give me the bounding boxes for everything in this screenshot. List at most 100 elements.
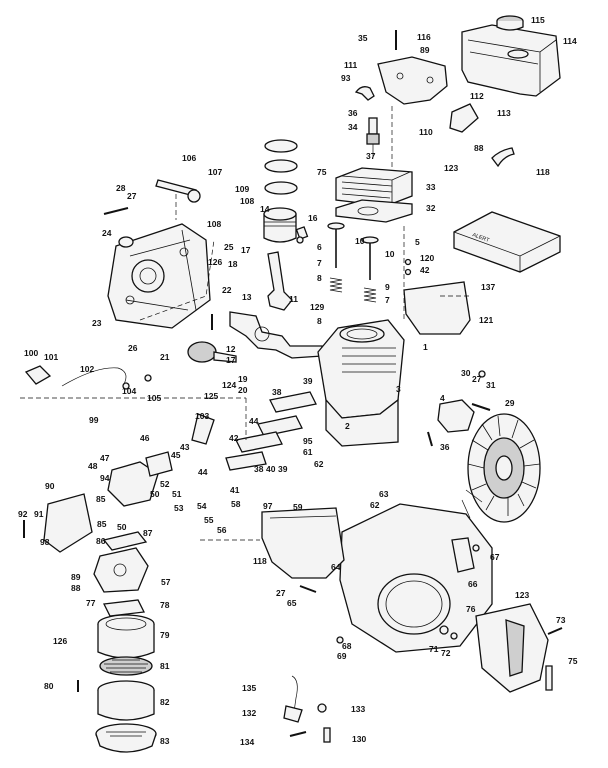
callout-c108a: 108: [240, 196, 254, 206]
callout-c99: 99: [89, 415, 99, 425]
callout-c75b: 75: [568, 656, 578, 666]
piston-rings: [264, 139, 298, 195]
callout-c33: 33: [426, 182, 436, 192]
callout-c10a: 10: [355, 236, 365, 246]
callout-c75a: 75: [317, 167, 327, 177]
callout-c19: 19: [238, 374, 248, 384]
fuel-bowl: [103, 599, 145, 617]
callout-c82: 82: [160, 697, 170, 707]
callout-c63: 63: [379, 489, 389, 499]
callout-c1: 1: [423, 342, 428, 352]
callout-c7b: 7: [385, 295, 390, 305]
callout-c50a: 50: [150, 489, 160, 499]
callout-c50b: 50: [117, 522, 127, 532]
callout-c89a: 89: [420, 45, 430, 55]
callout-c62a: 62: [314, 459, 324, 469]
callout-c11: 11: [289, 294, 298, 304]
callout-c53: 53: [174, 503, 184, 513]
callout-c94: 94: [100, 473, 110, 483]
svg-text:ALERT: ALERT: [471, 232, 490, 244]
callout-c126b: 126: [53, 636, 67, 646]
callout-c72: 72: [441, 648, 451, 658]
fuel-tank: [461, 24, 561, 97]
callout-c105: 105: [147, 393, 161, 403]
callout-c77: 77: [86, 598, 96, 608]
callout-c76: 76: [466, 604, 476, 614]
callout-c78: 78: [160, 600, 170, 610]
callout-c67: 67: [490, 552, 500, 562]
callout-c47: 47: [100, 453, 110, 463]
callout-c27c: 27: [276, 588, 286, 598]
callout-c88a: 88: [474, 143, 484, 153]
callout-c12: 12: [226, 344, 236, 354]
rewind-starter: [475, 603, 549, 693]
callout-c116: 116: [417, 32, 431, 42]
callout-c87: 87: [143, 528, 153, 538]
callout-c120: 120: [420, 253, 434, 263]
callout-c123a: 123: [444, 163, 458, 173]
callout-c38a: 38: [272, 387, 282, 397]
callout-c25: 25: [224, 242, 234, 252]
callout-c118b: 118: [253, 556, 267, 566]
callout-c107: 107: [208, 167, 222, 177]
callout-c111: 111: [344, 60, 358, 70]
intake-gasket: [145, 451, 173, 477]
callout-c97: 97: [263, 501, 273, 511]
exhaust-valve: [361, 236, 379, 280]
callout-c88b: 88: [71, 583, 81, 593]
callout-c32: 32: [426, 203, 436, 213]
callout-c40: 40: [266, 464, 276, 474]
governor-gear: [187, 189, 201, 203]
callout-c27b: 27: [472, 374, 482, 384]
callout-c41: 41: [230, 485, 240, 495]
callout-c92: 92: [18, 509, 28, 519]
callout-c8: 8: [317, 273, 322, 283]
callout-c24: 24: [102, 228, 112, 238]
filter-element: [97, 680, 155, 721]
callout-c23: 23: [92, 318, 102, 328]
spring-130: [323, 727, 331, 743]
callout-c95: 95: [303, 436, 313, 446]
callout-c104: 104: [122, 386, 136, 396]
ignition-lead: [465, 489, 483, 503]
callout-c69: 69: [337, 651, 347, 661]
callout-c29: 29: [505, 398, 515, 408]
callout-c109: 109: [235, 184, 249, 194]
tank-bracket: [449, 103, 479, 133]
callout-c73: 73: [556, 615, 566, 625]
callout-c17a: 17: [241, 245, 251, 255]
valve-springs: [329, 277, 377, 303]
callout-c126: 126: [208, 257, 222, 267]
callout-c85: 85: [96, 494, 106, 504]
callout-c71: 71: [429, 644, 439, 654]
callout-c113: 113: [497, 108, 511, 118]
cylinder-head: [335, 167, 413, 207]
callout-c17b: 17: [226, 355, 236, 365]
carb-gasket: [102, 531, 148, 551]
callout-c9: 9: [385, 282, 390, 292]
callout-c54: 54: [197, 501, 207, 511]
intake-valve: [327, 222, 345, 268]
callout-c45: 45: [171, 450, 181, 460]
callout-c106: 106: [182, 153, 196, 163]
filter-cartridge: ALERT: [453, 211, 561, 273]
callout-c83: 83: [160, 736, 170, 746]
shroud-plate: [377, 56, 448, 105]
crankshaft: [229, 311, 323, 359]
callout-c42: 42: [420, 265, 430, 275]
cable-clamp: [283, 705, 303, 723]
flywheel: [467, 413, 541, 523]
callout-c62b: 62: [370, 500, 380, 510]
callout-c115: 115: [531, 15, 545, 25]
callout-c10b: 10: [385, 249, 395, 259]
rewind-guard: [451, 537, 475, 573]
callout-c58: 58: [231, 499, 241, 509]
cylinder-block: [317, 319, 405, 447]
callout-c132: 132: [242, 708, 256, 718]
callout-c21: 21: [160, 352, 170, 362]
connecting-rod: [267, 251, 293, 311]
oil-seal: [118, 236, 134, 248]
callout-c64: 64: [331, 562, 341, 572]
callout-c26: 26: [128, 343, 138, 353]
